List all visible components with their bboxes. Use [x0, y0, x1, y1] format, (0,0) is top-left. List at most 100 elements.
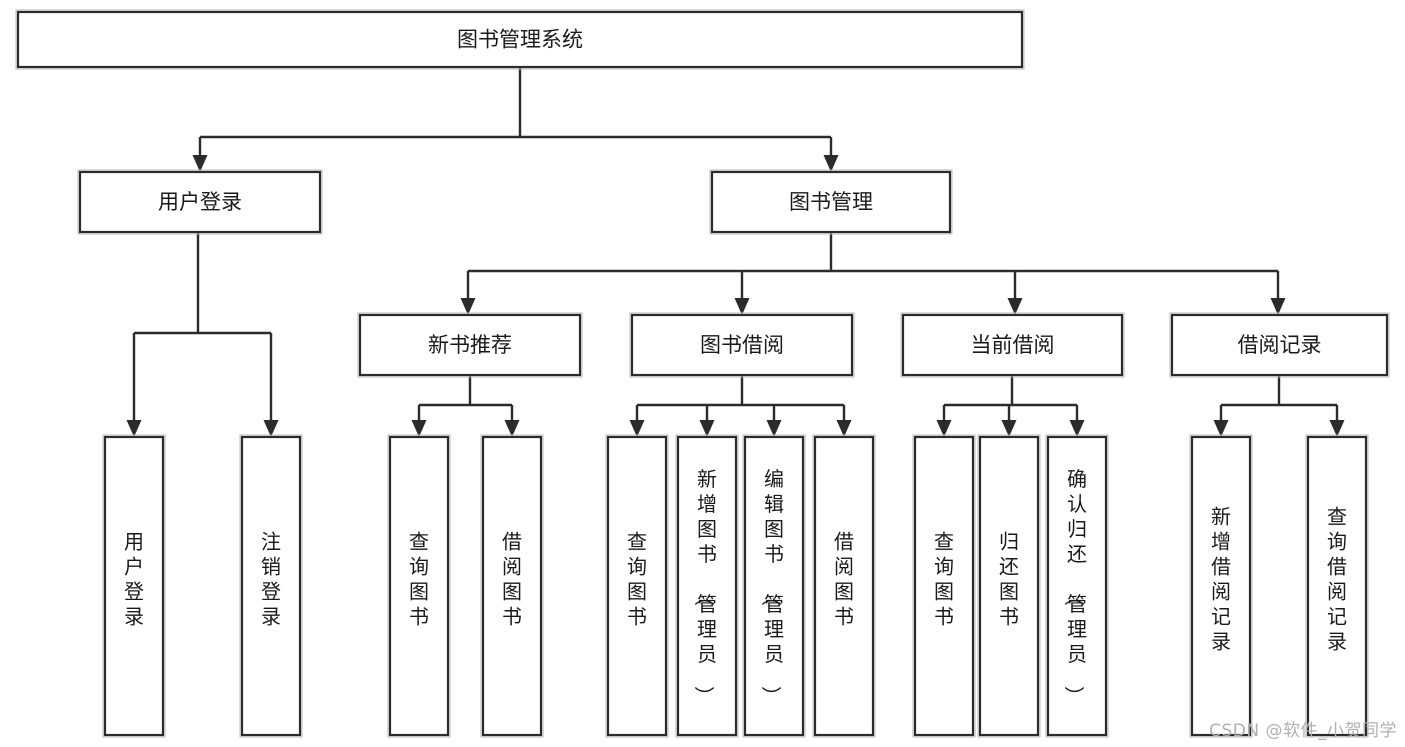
node-current-borrow[interactable]: 当前借阅 [900, 312, 1125, 378]
node-leaf-query-book-current[interactable]: 查询图书 [912, 434, 976, 738]
arrow-head-0 [460, 298, 476, 315]
node-box[interactable] [388, 435, 450, 737]
node-halo [812, 434, 876, 738]
node-leaf-add-book[interactable]: 新增图书（管理员） [675, 434, 739, 738]
node-box[interactable] [1170, 313, 1389, 377]
node-label-char: 阅 [1327, 580, 1347, 604]
node-label-char: 理 [764, 617, 784, 641]
node-box[interactable] [481, 435, 543, 737]
node-halo [977, 434, 1041, 738]
node-box[interactable] [103, 435, 165, 737]
node-label-char: 用 [124, 530, 144, 554]
node-label-char: 书 [697, 542, 717, 566]
node-label-char: 询 [409, 555, 429, 579]
node-box[interactable] [813, 435, 875, 737]
node-borrow-record[interactable]: 借阅记录 [1169, 312, 1390, 378]
node-halo [387, 434, 451, 738]
node-label: 查询图书 [627, 530, 647, 629]
node-root[interactable]: 图书管理系统 [15, 9, 1025, 70]
node-leaf-query-book-recommend[interactable]: 查询图书 [387, 434, 451, 738]
node-label-char: 录 [1327, 630, 1347, 654]
node-box[interactable] [606, 435, 668, 737]
node-box[interactable] [240, 435, 302, 737]
node-leaf-logout[interactable]: 注销登录 [239, 434, 303, 738]
arrow-head-0 [411, 420, 427, 437]
node-box[interactable] [743, 435, 805, 737]
node-leaf-borrow-book-recommend[interactable]: 借阅图书 [480, 434, 544, 738]
node-label-char: 录 [261, 605, 281, 629]
node-halo [1189, 434, 1253, 738]
node-leaf-query-borrow-record[interactable]: 查询借阅记录 [1305, 434, 1369, 738]
node-label-char: 查 [409, 530, 429, 554]
node-label-char: ） [692, 686, 716, 706]
node-box[interactable] [710, 170, 952, 234]
node-label: 归还图书 [999, 530, 1019, 629]
node-halo [15, 9, 1025, 70]
node-halo [239, 434, 303, 738]
node-label-char: 借 [1211, 555, 1231, 579]
node-box[interactable] [1306, 435, 1368, 737]
node-label-char: 图 [934, 580, 954, 604]
node-label-char: 编 [764, 467, 784, 491]
node-box[interactable] [676, 435, 738, 737]
node-label-char: 还 [1067, 542, 1087, 566]
node-label-char: 登 [261, 580, 281, 604]
node-leaf-add-borrow-record[interactable]: 新增借阅记录 [1189, 434, 1253, 738]
node-label-char: 销 [261, 555, 281, 579]
node-label: 当前借阅 [971, 333, 1055, 357]
node-label-char: 图 [409, 580, 429, 604]
node-label-char: 查 [1327, 505, 1347, 529]
arrow-head-0 [1213, 420, 1229, 437]
node-label: 用户登录 [124, 530, 144, 629]
node-halo [357, 312, 583, 378]
node-halo [102, 434, 166, 738]
node-layer: 图书管理系统用户登录图书管理新书推荐图书借阅当前借阅借阅记录用户登录注销登录查询… [15, 9, 1390, 738]
node-label-char: 辑 [764, 492, 784, 516]
connector-group-user-login-to-leaves [126, 232, 279, 437]
node-label-char: 员 [697, 642, 717, 666]
node-label-char: （ [759, 586, 783, 606]
node-label: 借阅图书 [502, 530, 522, 629]
node-label-char: 书 [834, 605, 854, 629]
node-label-char: 确 [1067, 467, 1087, 491]
node-box[interactable] [1190, 435, 1252, 737]
node-box[interactable] [358, 313, 582, 377]
node-label-char: 归 [1067, 517, 1087, 541]
node-label: 借阅记录 [1238, 333, 1322, 357]
arrow-head-1 [734, 298, 750, 315]
node-new-book-recommend[interactable]: 新书推荐 [357, 312, 583, 378]
node-book-manage[interactable]: 图书管理 [709, 169, 953, 235]
node-leaf-return-book[interactable]: 归还图书 [977, 434, 1041, 738]
node-label: 借阅图书 [834, 530, 854, 629]
node-box[interactable] [978, 435, 1040, 737]
node-label: 查询图书 [409, 530, 429, 629]
node-box[interactable] [630, 313, 854, 377]
node-halo [675, 434, 739, 738]
arrow-head-1 [823, 155, 839, 172]
node-leaf-query-book-borrow[interactable]: 查询图书 [605, 434, 669, 738]
node-label-char: 记 [1211, 605, 1231, 629]
node-leaf-user-login[interactable]: 用户登录 [102, 434, 166, 738]
node-leaf-confirm-return[interactable]: 确认归还（管理员） [1045, 434, 1109, 738]
node-label-char: 户 [124, 555, 144, 579]
node-box[interactable] [913, 435, 975, 737]
node-label-char: 增 [1211, 530, 1231, 554]
connector-group-current-to-leaves [936, 375, 1085, 437]
node-label-char: 图 [764, 517, 784, 541]
node-box[interactable] [901, 313, 1124, 377]
node-label-char: ） [759, 686, 783, 706]
node-label-char: （ [692, 586, 716, 606]
node-label-char: 理 [697, 617, 717, 641]
node-label-char: 阅 [502, 555, 522, 579]
node-book-borrow[interactable]: 图书借阅 [629, 312, 855, 378]
node-leaf-borrow-book[interactable]: 借阅图书 [812, 434, 876, 738]
node-box[interactable] [1046, 435, 1108, 737]
node-user-login[interactable]: 用户登录 [77, 169, 323, 235]
node-leaf-edit-book[interactable]: 编辑图书（管理员） [742, 434, 806, 738]
node-box[interactable] [78, 170, 322, 234]
node-label: 图书管理系统 [457, 28, 583, 52]
connector-group-record-to-leaves [1213, 375, 1345, 437]
node-label-char: 新 [1211, 505, 1231, 529]
node-label: 新书推荐 [428, 333, 512, 357]
node-box[interactable] [16, 10, 1024, 69]
